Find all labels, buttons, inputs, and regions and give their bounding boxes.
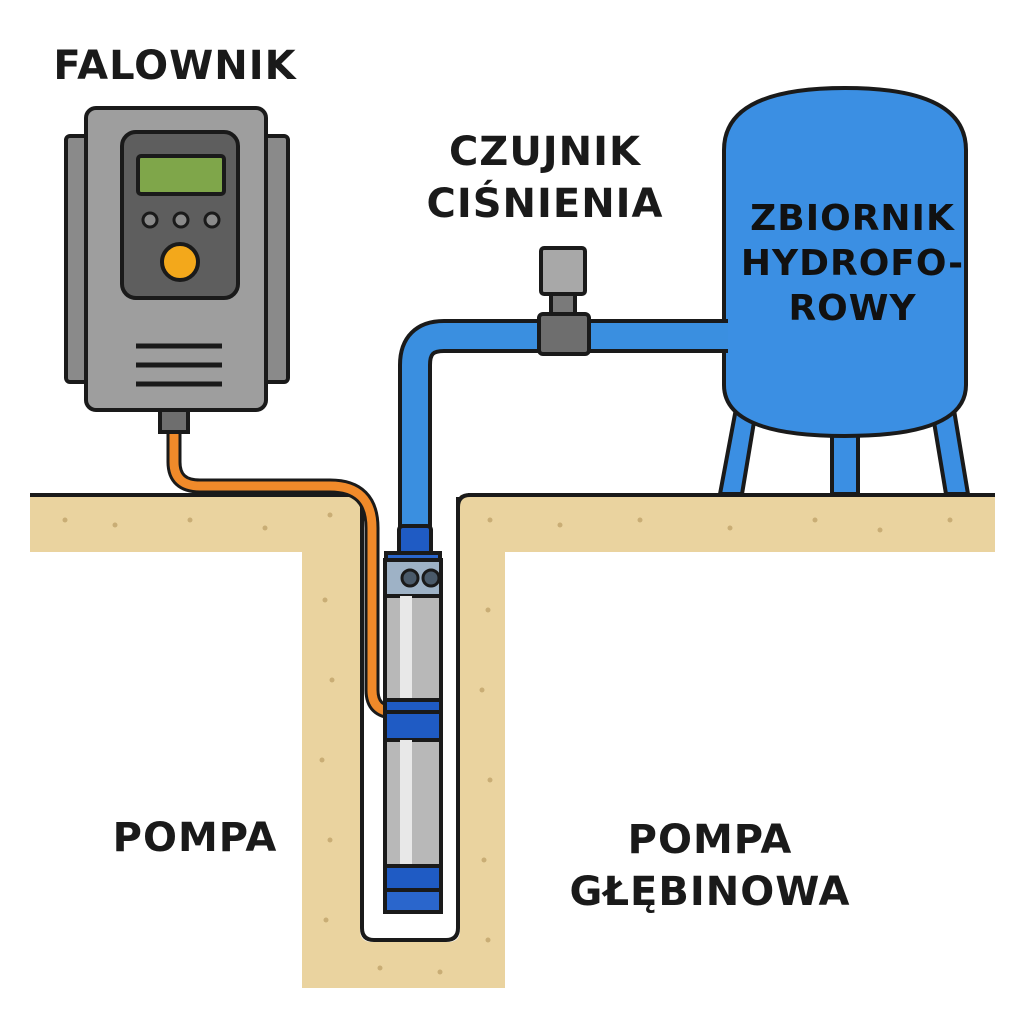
inverter-label: FALOWNIK [53, 43, 297, 89]
ground [30, 495, 995, 988]
pressure-sensor-icon [537, 246, 591, 356]
power-cable [166, 430, 395, 720]
deep-well-pump-label-line1: POMPA [627, 817, 793, 863]
pressure-tank-icon [722, 85, 968, 439]
pressure-tank-label-line2: HYDROFO- [740, 243, 965, 284]
pump-label: POMPA [112, 815, 278, 861]
pressure-tank-label: ZBIORNIK HYDROFO- ROWY [730, 196, 975, 331]
deep-well-pump-label-line2: GŁĘBINOWA [569, 869, 851, 915]
inverter-icon [64, 106, 290, 434]
pressure-sensor-label-line2: CIŚNIENIA [426, 181, 664, 227]
submersible-pump-icon [383, 524, 443, 914]
deep-well-pump-label: POMPA GŁĘBINOWA [560, 814, 860, 918]
pressure-tank-label-line1: ZBIORNIK [750, 198, 955, 239]
pressure-sensor-label: CZUJNIK CIŚNIENIA [410, 126, 680, 230]
pressure-sensor-label-line1: CZUJNIK [448, 129, 642, 175]
pressure-tank-label-line3: ROWY [788, 288, 917, 329]
water-pipe [398, 319, 728, 535]
ground-texture [62, 512, 953, 975]
